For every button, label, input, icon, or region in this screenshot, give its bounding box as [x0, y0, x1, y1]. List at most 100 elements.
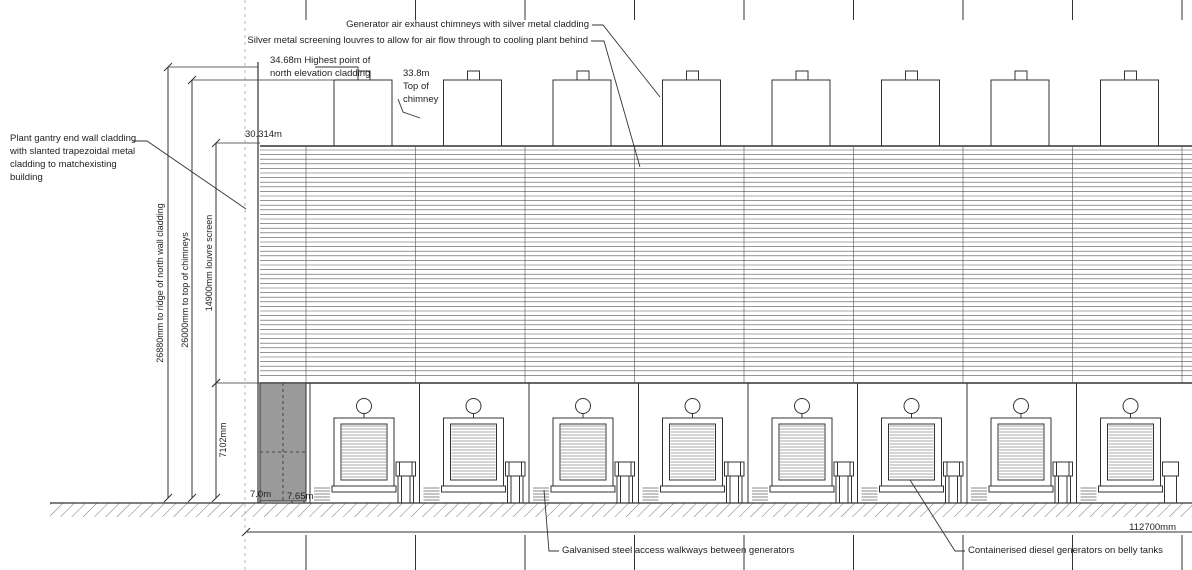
generator-container — [990, 417, 1052, 487]
lower-dimension-tick — [211, 493, 221, 503]
grid-lines — [244, 0, 1183, 570]
walkway-support — [945, 475, 958, 504]
ground-hatch — [50, 502, 1192, 517]
walkway-support — [948, 475, 962, 504]
walkway-support — [729, 475, 743, 504]
generator-exhaust-port — [465, 398, 482, 414]
chimney-cap — [795, 70, 809, 81]
walkway-cabinet — [943, 461, 960, 477]
belly-tank — [879, 485, 944, 493]
chimney-cap — [905, 70, 918, 81]
highest-point-label-line2: north elevation cladding — [270, 68, 370, 79]
walkway-support — [507, 475, 520, 504]
length-dimension-label: 112700mm — [1129, 522, 1176, 533]
gantry-label-line1: Plant gantry end wall cladding — [10, 133, 136, 144]
chimney-body — [443, 79, 502, 147]
chimneys-dimension-tick — [187, 493, 197, 503]
dimension-lines — [163, 62, 1192, 537]
generator-container — [881, 417, 942, 487]
chimney-body — [552, 79, 612, 147]
walkway-cabinet — [618, 461, 635, 477]
walkway-cabinet — [1162, 461, 1179, 477]
walkways-leader — [543, 489, 559, 552]
ground-hatch-fill — [50, 503, 1192, 517]
gantry-label-line4: building — [10, 172, 43, 183]
chimney-cap — [686, 70, 699, 81]
generator-door — [778, 423, 826, 481]
walkway-support — [1164, 475, 1177, 504]
walkway-cabinet — [395, 461, 413, 477]
louvre-screen — [260, 145, 1192, 384]
generator-door — [340, 423, 388, 481]
gantry-label-line3: cladding to matchexisting — [10, 159, 117, 170]
generator-door — [559, 423, 607, 481]
chimney-cap — [467, 70, 480, 81]
walkway-cabinet — [399, 461, 416, 477]
generator-exhaust-port — [356, 398, 372, 414]
generator-door — [669, 423, 716, 481]
ground-level-label: 7.0m — [250, 489, 271, 500]
chimney-body — [990, 79, 1050, 147]
walkway-cabinet — [837, 461, 854, 477]
chimney-cap — [576, 70, 590, 81]
belly-tank — [660, 485, 725, 493]
walkway-support — [401, 475, 414, 504]
chimney-top-label-line1: 33.8m — [403, 68, 429, 79]
generator-container — [771, 417, 833, 487]
lower-dimension-label: 7102mm — [218, 422, 228, 457]
chimney-body — [1100, 79, 1159, 147]
containers-leader — [909, 479, 965, 552]
louvres-leader — [591, 40, 641, 168]
walkway-support — [620, 475, 633, 504]
belly-tank — [331, 485, 397, 493]
annotation-leaders — [133, 24, 965, 552]
generator-container — [662, 417, 723, 487]
walkway-cabinet — [1056, 461, 1073, 477]
gantry-shaded-panel — [259, 382, 307, 502]
chimney-body — [881, 79, 940, 147]
chimney-top-label-line2: Top of — [403, 81, 429, 92]
chimney-body — [771, 79, 831, 147]
generator-container — [333, 417, 395, 487]
generator-container — [552, 417, 614, 487]
generator-door — [450, 423, 497, 481]
gantry-label-line2: with slanted trapezoidal metal — [9, 146, 135, 157]
chimney-body — [333, 79, 393, 147]
chimney-cap — [1014, 70, 1028, 81]
generator-exhaust-port — [903, 398, 920, 414]
gantry-leader — [133, 140, 247, 210]
belly-tank — [988, 485, 1054, 493]
generator-bays — [259, 383, 1179, 504]
gantry-end-wall — [257, 62, 307, 503]
generator-door — [888, 423, 935, 481]
generator-door — [1107, 423, 1154, 481]
highest-point-label-line1: 34.68m Highest point of — [270, 55, 371, 66]
belly-tank — [1098, 485, 1163, 493]
belly-tank — [441, 485, 506, 493]
belly-tank — [550, 485, 616, 493]
walkway-support — [397, 475, 411, 504]
louvres-label: Silver metal screening louvres to allow … — [247, 35, 588, 46]
chimney-body — [662, 79, 721, 147]
chimney-cap — [1124, 70, 1137, 81]
chimney-top-label-line3: chimney — [403, 94, 439, 105]
containers-label: Containerised diesel generators on belly… — [968, 545, 1163, 556]
walkway-support — [616, 475, 630, 504]
walkway-cabinet — [508, 461, 526, 477]
deck-level-label: 7.65m — [287, 491, 313, 502]
chimneys-dimension-label: 26000mm to top of chimneys — [180, 232, 190, 348]
walkway-support — [835, 475, 849, 504]
generator-container — [1100, 417, 1161, 487]
walkway-support — [726, 475, 739, 504]
highest-point-leader — [315, 66, 359, 72]
length-dimension-tick — [241, 527, 251, 537]
generator-exhaust-port — [1013, 398, 1029, 414]
walkway-cabinet — [727, 461, 745, 477]
generator-door — [997, 423, 1045, 481]
generator-container — [443, 417, 504, 487]
generator-exhaust-port — [684, 398, 701, 414]
walkway-cabinet — [724, 461, 741, 477]
walkway-cabinet — [946, 461, 964, 477]
walkway-cabinet — [1052, 461, 1070, 477]
